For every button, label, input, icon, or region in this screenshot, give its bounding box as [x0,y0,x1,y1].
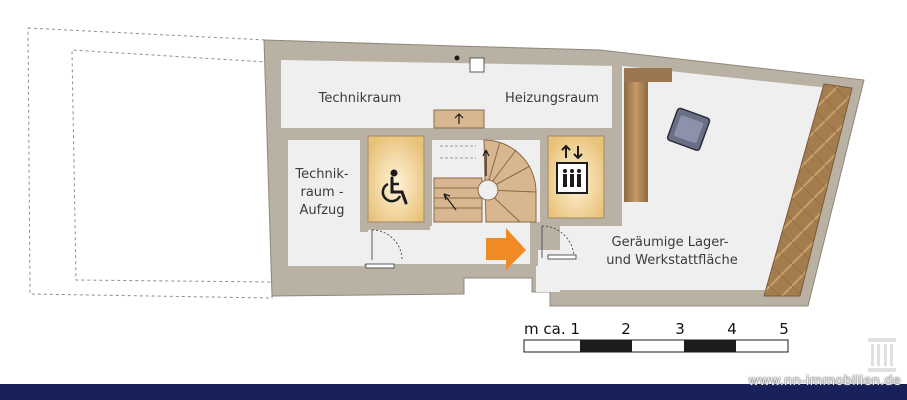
lager-entry-floor [536,250,560,292]
wheelchair-elevator [367,135,425,223]
scale-tick-label: 3 [675,320,685,338]
scale-tick-label: 4 [727,320,737,338]
technikraum-aufzug-label-line3: Aufzug [299,203,344,218]
technikraum-heizungsraum-floor [281,60,618,128]
scale-segment-dark [580,340,632,352]
scale-bar-frame [523,339,789,353]
brown-column [624,72,648,202]
scale-tick-label: 2 [621,320,631,338]
wheelchair-icon [381,169,408,205]
elevator-icon [556,144,588,194]
brown-beam [624,68,672,82]
watermark-url: www.nn-immobilien.de [748,374,901,389]
internal-walls [281,60,622,266]
logo-columns-icon [868,338,896,372]
heizungsraum-label: Heizungsraum [505,91,599,106]
dashed-outline [27,27,273,299]
scale-tick-label: 5 [779,320,789,338]
hatched-wall [763,83,853,297]
technikraum-aufzug-label-line1: Technik- [294,167,348,182]
scale-bar: m ca. 1 2 3 4 5 [523,320,789,353]
scale-label-prefix: m ca. 1 [524,320,580,338]
lager-label-line2: und Werkstattfläche [606,253,737,268]
footer-bar [0,384,907,400]
staircase [433,109,537,223]
scale-segment-dark [684,340,736,352]
door-swings [365,55,577,269]
entrance-arrow-icon [486,228,526,270]
armchair-icon [666,107,711,151]
technikraum-aufzug-floor [288,140,364,266]
technikraum-label: Technikraum [318,91,402,106]
technikraum-aufzug-label-line2: raum - [300,185,343,200]
lager-label-line1: Geräumige Lager- [612,235,729,250]
